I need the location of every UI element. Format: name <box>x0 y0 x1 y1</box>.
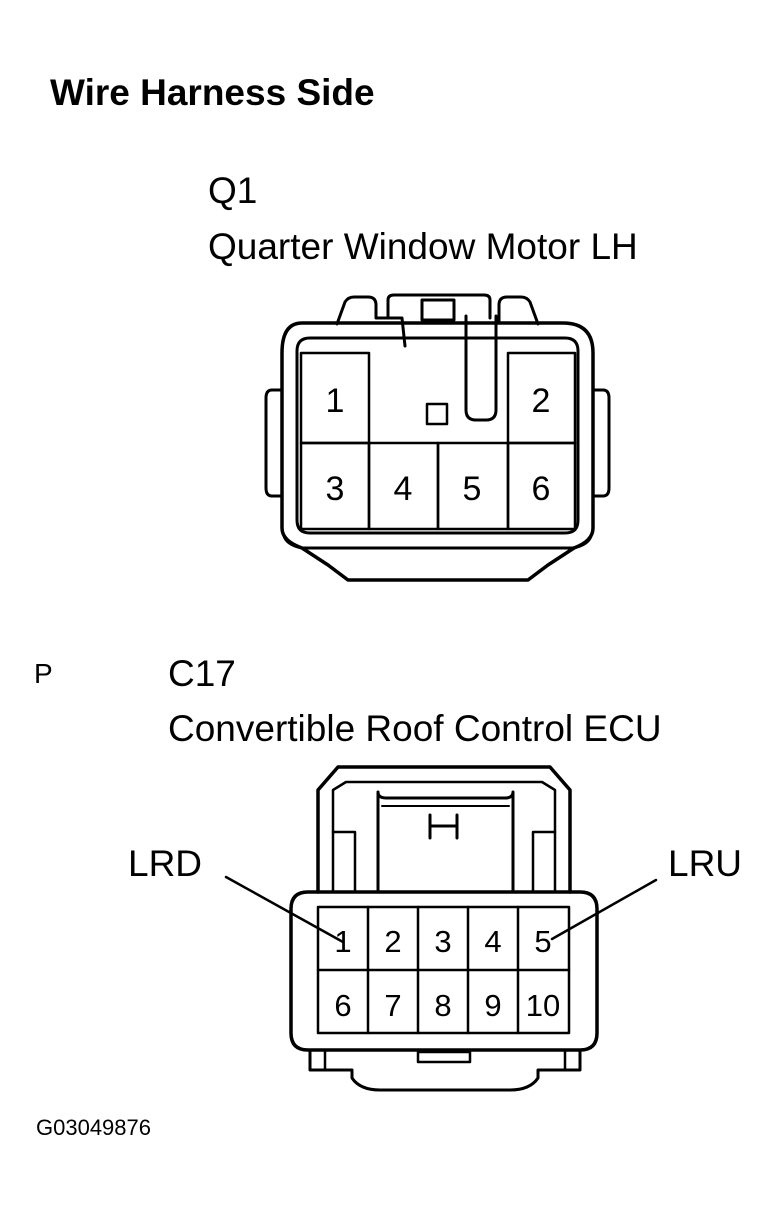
c17-pin-5: 5 <box>534 924 551 959</box>
c17-pin-2: 2 <box>384 924 401 959</box>
callout-label-right: LRU <box>668 843 743 884</box>
q1-top-right-bump <box>497 295 540 326</box>
c17-cavity-dividers <box>316 905 571 1035</box>
c17-h-mark <box>428 813 459 840</box>
c17-pin-1: 1 <box>334 924 351 959</box>
c17-top-housing <box>316 765 572 894</box>
q1-pin-5: 5 <box>463 470 482 508</box>
callout-label-left: LRD <box>128 843 203 884</box>
q1-outer-shell <box>280 321 595 582</box>
q1-pin-1: 1 <box>326 382 345 420</box>
c17-connector-code: C17 <box>168 653 236 694</box>
c17-lock-slot <box>376 790 515 894</box>
c17-bottom-skirt <box>308 1048 582 1092</box>
q1-bottom-skirt <box>282 534 593 550</box>
c17-left-guide <box>331 830 357 894</box>
c17-right-guide <box>531 830 557 894</box>
c17-pin-10: 10 <box>526 988 560 1023</box>
q1-pin-3: 3 <box>326 470 345 508</box>
q1-pin-4: 4 <box>394 470 413 508</box>
q1-connector-code: Q1 <box>208 170 258 211</box>
q1-top-left-bump <box>335 295 407 348</box>
c17-connector-name: Convertible Roof Control ECU <box>168 708 662 749</box>
image-id: G03049876 <box>36 1115 151 1140</box>
c17-pin-4: 4 <box>484 924 501 959</box>
q1-connector-name: Quarter Window Motor LH <box>208 226 638 267</box>
c17-pin-3: 3 <box>434 924 451 959</box>
q1-key-square <box>425 402 449 426</box>
q1-left-tab <box>264 388 284 498</box>
c17-pin-8: 8 <box>434 988 451 1023</box>
callout-leader-left <box>224 875 345 944</box>
c17-pin-6: 6 <box>334 988 351 1023</box>
diagram-title: Wire Harness Side <box>50 72 375 113</box>
callout-leader-right <box>550 878 658 941</box>
c17-top-inner <box>331 780 557 894</box>
q1-inner-body <box>295 336 580 535</box>
q1-center-lock-block <box>420 298 456 322</box>
c17-pin-9: 9 <box>484 988 501 1023</box>
c17-pin-7: 7 <box>384 988 401 1023</box>
c17-connector <box>224 765 658 1092</box>
q1-pin-6: 6 <box>532 470 551 508</box>
q1-connector <box>264 293 611 582</box>
q1-lock-lever <box>464 314 498 422</box>
c17-bottom-line <box>323 1050 567 1072</box>
q1-right-tab <box>591 388 611 498</box>
q1-pin-2: 2 <box>532 382 551 420</box>
q1-cavity-6 <box>506 441 577 531</box>
c17-marker: P <box>34 658 53 689</box>
c17-bottom-latch <box>416 1050 472 1064</box>
q1-center-lock-top <box>386 293 492 320</box>
